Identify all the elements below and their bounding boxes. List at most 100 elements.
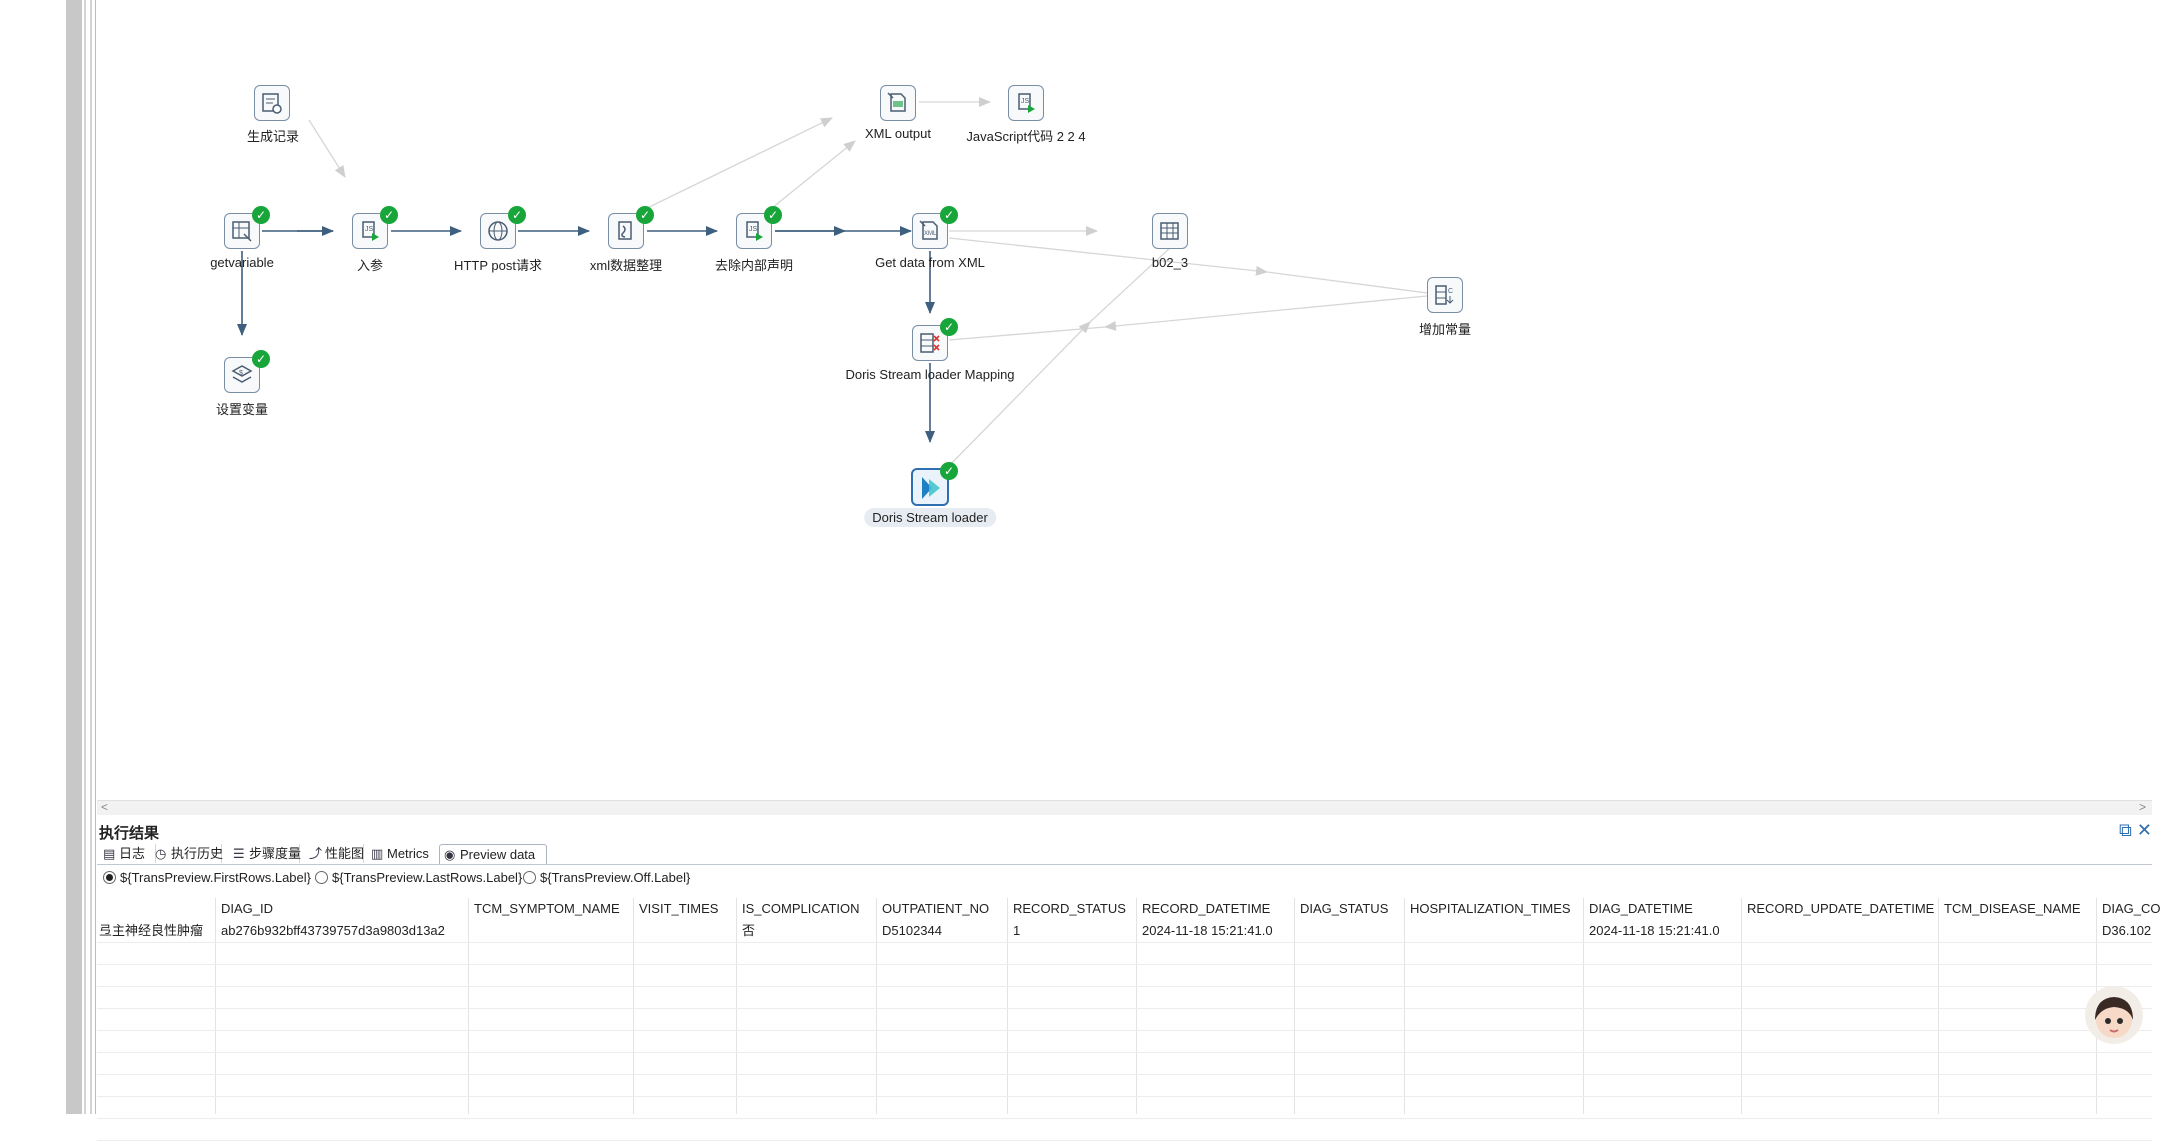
success-check-icon: ✓	[764, 206, 782, 224]
radio-label: ${TransPreview.Off.Label}	[540, 870, 691, 885]
success-check-icon: ✓	[636, 206, 654, 224]
table-cell[interactable]: 2024-11-18 15:21:41.0	[1142, 923, 1273, 938]
column-header[interactable]: VISIT_TIMES	[639, 901, 719, 916]
left-panel-divider[interactable]	[66, 0, 82, 1114]
tab-label: 步骤度量	[249, 846, 302, 861]
column-divider[interactable]	[1136, 898, 1137, 1114]
step-label: Get data from XML	[875, 255, 985, 270]
hop-gen-params	[308, 119, 346, 178]
column-divider[interactable]	[1583, 898, 1584, 1114]
step-label: b02_3	[1151, 255, 1189, 270]
column-divider[interactable]	[633, 898, 634, 1114]
column-header[interactable]: OUTPATIENT_NO	[882, 901, 990, 916]
tab-metrics[interactable]: ▥Metrics	[367, 844, 446, 863]
log-icon: ▤	[103, 846, 116, 861]
radio-off[interactable]: ${TransPreview.Off.Label}	[523, 870, 690, 885]
xml-input-icon: XML	[919, 220, 938, 240]
column-header[interactable]: RECORD_STATUS	[1013, 901, 1126, 916]
success-check-icon: ✓	[508, 206, 526, 224]
success-check-icon: ✓	[380, 206, 398, 224]
step-label: Doris Stream loader Mapping	[845, 367, 1015, 382]
table-cell[interactable]: D36.102	[2102, 923, 2152, 938]
row-divider	[97, 942, 2152, 943]
column-divider[interactable]	[215, 898, 216, 1114]
table-cell[interactable]: ab276b932bff43739757d3a9803d13a2	[221, 923, 445, 938]
step-javascript-code[interactable]: JS	[1008, 85, 1044, 121]
column-divider[interactable]	[1294, 898, 1295, 1114]
success-check-icon: ✓	[940, 318, 958, 336]
table-output-icon	[1160, 222, 1179, 240]
column-header[interactable]: IS_COMPLICATION	[742, 901, 860, 916]
column-header[interactable]: TCM_DISEASE_NAME	[1944, 901, 2081, 916]
column-divider[interactable]	[1741, 898, 1742, 1114]
divider-line	[84, 0, 86, 1114]
step-get-data-from-xml[interactable]: XML	[912, 213, 948, 249]
column-divider[interactable]	[1938, 898, 1939, 1114]
tab-performance-chart[interactable]: ⤴性能图	[305, 844, 364, 863]
step-b02-3[interactable]	[1152, 213, 1188, 249]
column-header[interactable]: DIAG_ID	[221, 901, 274, 916]
transformation-canvas[interactable]: 生成记录 ✓ getvariable JS ✓ 入参 ✓ HTTP post请求…	[97, 0, 2152, 800]
tab-preview-data[interactable]: ◉Preview data	[439, 844, 547, 864]
column-header[interactable]: DIAG_DATETIME	[1589, 901, 1693, 916]
tab-log[interactable]: ▤日志	[99, 844, 156, 863]
set-variable-icon: $	[231, 365, 253, 383]
svg-text:JS: JS	[365, 226, 374, 233]
maximize-icon[interactable]: ⧉	[2119, 820, 2132, 840]
svg-text:JS: JS	[1021, 98, 1030, 105]
xml-output-icon	[887, 92, 906, 112]
metrics-icon: ▥	[371, 846, 384, 861]
radio-label: ${TransPreview.LastRows.Label}	[332, 870, 523, 885]
svg-text:XML: XML	[924, 231, 937, 237]
success-check-icon: ✓	[252, 350, 270, 368]
scroll-left-icon[interactable]: <	[101, 800, 109, 814]
assistant-avatar[interactable]	[2085, 986, 2143, 1044]
table-cell[interactable]: 弖主神经良性肿瘤	[99, 923, 204, 938]
step-params[interactable]: JS	[352, 213, 388, 249]
column-divider[interactable]	[1007, 898, 1008, 1114]
doris-logo-icon	[922, 477, 940, 499]
close-icon[interactable]: ✕	[2136, 820, 2152, 840]
scroll-right-icon[interactable]: >	[2138, 800, 2146, 814]
column-header[interactable]: DIAG_CO	[2102, 901, 2161, 916]
step-label-selected: Doris Stream loader	[864, 508, 996, 527]
radio-last-rows[interactable]: ${TransPreview.LastRows.Label}	[315, 870, 522, 885]
column-header[interactable]: HOSPITALIZATION_TIMES	[1410, 901, 1571, 916]
left-gutter	[0, 0, 66, 1114]
step-add-constants[interactable]: C	[1427, 277, 1463, 313]
column-divider[interactable]	[736, 898, 737, 1114]
column-header[interactable]: DIAG_STATUS	[1300, 901, 1389, 916]
column-header[interactable]: RECORD_UPDATE_DATETIME	[1747, 901, 1935, 916]
radio-label: ${TransPreview.FirstRows.Label}	[120, 870, 311, 885]
table-cell[interactable]: D5102344	[882, 923, 942, 938]
column-divider[interactable]	[468, 898, 469, 1114]
tab-label: 性能图	[325, 846, 365, 861]
tab-label: 日志	[119, 846, 146, 861]
column-header[interactable]: RECORD_DATETIME	[1142, 901, 1271, 916]
history-icon: ◷	[155, 846, 167, 861]
success-check-icon: ✓	[252, 206, 270, 224]
hop-xmlclean-xmloutput	[638, 117, 833, 213]
list-icon: ☰	[233, 846, 245, 861]
table-cell[interactable]: 1	[1013, 923, 1021, 938]
script-icon: JS	[1018, 93, 1035, 113]
get-variable-icon	[232, 221, 252, 242]
column-divider[interactable]	[876, 898, 877, 1114]
table-cell[interactable]: 2024-11-18 15:21:41.0	[1589, 923, 1720, 938]
row-divider	[97, 964, 2152, 965]
table-cell[interactable]: 否	[742, 923, 756, 938]
hop-addconst-mapping	[1104, 295, 1428, 331]
column-divider[interactable]	[1404, 898, 1405, 1114]
row-divider	[97, 1074, 2152, 1075]
step-xml-output[interactable]	[880, 85, 916, 121]
canvas-horizontal-scrollbar[interactable]: < >	[97, 800, 2152, 815]
tab-step-metrics[interactable]: ☰ 步骤度量	[229, 844, 302, 863]
column-header[interactable]: TCM_SYMPTOM_NAME	[474, 901, 620, 916]
tab-label: Metrics	[387, 846, 429, 861]
globe-icon	[488, 221, 508, 241]
step-generate-records[interactable]	[254, 85, 290, 121]
eye-icon: ◉	[444, 847, 456, 862]
radio-first-rows[interactable]: ${TransPreview.FirstRows.Label}	[103, 870, 311, 885]
tab-execution-history[interactable]: ◷执行历史	[151, 844, 223, 863]
execution-results-panel: 执行结果 ⧉ ✕ ▤日志 ◷执行历史 ☰步骤度量 ⤴性能图 ▥Metrics ◉…	[97, 816, 2161, 1141]
